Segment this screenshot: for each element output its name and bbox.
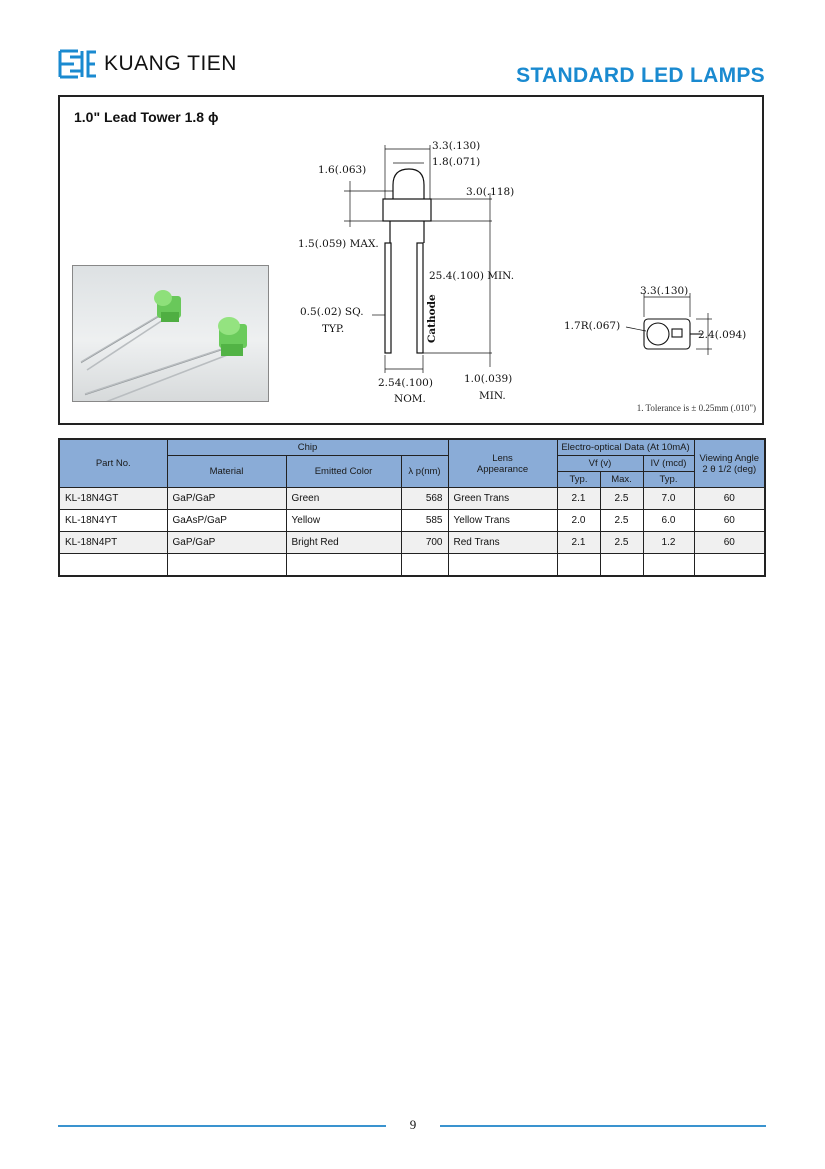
cell-iv-typ: 1.2 <box>642 531 695 554</box>
cell-vf-typ: 2.0 <box>556 509 601 532</box>
cell-angle: 60 <box>693 487 766 510</box>
col-iv: IV (mcd) <box>642 455 695 472</box>
cell-vf-max: 2.5 <box>599 531 644 554</box>
cell-material: GaP/GaP <box>166 487 287 510</box>
cell-lambda: 568 <box>400 487 449 510</box>
dim-radius: 1.7R(.067) <box>564 320 620 332</box>
led-photo-illustration <box>80 290 247 401</box>
cell-lens: Red Trans <box>447 531 558 554</box>
dim-lead-square: 0.5(.02) SQ. <box>300 306 364 318</box>
table-row: KL-18N4YT GaAsP/GaP Yellow 585 Yellow Tr… <box>58 509 766 532</box>
cell-lens: Yellow Trans <box>447 509 558 532</box>
dim-spacing-nom: NOM. <box>394 393 426 405</box>
cell-iv-typ: 6.0 <box>642 509 695 532</box>
cell-vf-max: 2.5 <box>599 509 644 532</box>
dim-flange-height: 1.5(.059) MAX. <box>298 238 379 250</box>
company-logo: KUANG TIEN <box>58 48 237 80</box>
document-title: STANDARD LED LAMPS <box>516 64 765 87</box>
cell-angle: 60 <box>693 531 766 554</box>
cell-color: Bright Red <box>285 531 402 554</box>
col-emitted-color: Emitted Color <box>285 455 402 488</box>
dim-lead-min-label: MIN. <box>479 390 506 402</box>
cell-color: Yellow <box>285 509 402 532</box>
col-part-no: Part No. <box>58 438 168 488</box>
dim-top-view-width: 3.3(.130) <box>640 285 688 297</box>
cell-material: GaAsP/GaP <box>166 509 287 532</box>
col-chip: Chip <box>166 438 449 456</box>
col-iv-typ: Typ. <box>642 471 695 488</box>
cell-angle: 60 <box>693 509 766 532</box>
col-vf-typ: Typ. <box>556 471 601 488</box>
dim-width-total: 3.3(.130) <box>432 140 480 152</box>
brand-name: KUANG TIEN <box>104 52 237 75</box>
table-row: KL-18N4GT GaP/GaP Green 568 Green Trans … <box>58 487 766 510</box>
dim-dome-width: 1.8(.071) <box>432 156 480 168</box>
cell-lambda: 585 <box>400 509 449 532</box>
led-product-photo <box>72 265 269 402</box>
col-electro-optical: Electro-optical Data (At 10mA) <box>556 438 695 456</box>
dim-lead-typ: TYP. <box>322 323 344 335</box>
cathode-label: Cathode <box>426 294 438 343</box>
table-row: KL-18N4PT GaP/GaP Bright Red 700 Red Tra… <box>58 531 766 554</box>
dim-lead-spacing: 2.54(.100) <box>378 377 433 389</box>
cell-lens: Green Trans <box>447 487 558 510</box>
cell-color: Green <box>285 487 402 510</box>
footer-divider-left <box>58 1125 386 1127</box>
cell-lambda: 700 <box>400 531 449 554</box>
cell-part: KL-18N4PT <box>58 531 168 554</box>
cell-iv-typ: 7.0 <box>642 487 695 510</box>
col-wavelength: λ p(nm) <box>400 455 449 488</box>
cell-vf-typ: 2.1 <box>556 531 601 554</box>
cell-part: KL-18N4YT <box>58 509 168 532</box>
page-number: 9 <box>409 1117 417 1132</box>
dim-dome-height: 1.6(.063) <box>318 164 366 176</box>
cell-vf-typ: 2.1 <box>556 487 601 510</box>
col-vf-max: Max. <box>599 471 644 488</box>
col-material: Material <box>166 455 287 488</box>
kuang-tien-logo-icon <box>58 49 96 79</box>
dim-lead-length: 25.4(.100) MIN. <box>429 270 514 282</box>
footer-divider-right <box>440 1125 766 1127</box>
cell-material: GaP/GaP <box>166 531 287 554</box>
dimension-drawing-panel: 1.0" Lead Tower 1.8 ϕ <box>58 95 764 425</box>
table-row-empty <box>58 553 766 577</box>
tolerance-note: 1. Tolerance is ± 0.25mm (.010") <box>636 403 756 413</box>
dim-top-view-height: 2.4(.094) <box>698 329 746 341</box>
cell-vf-max: 2.5 <box>599 487 644 510</box>
product-title: 1.0" Lead Tower 1.8 ϕ <box>74 109 219 125</box>
cell-part: KL-18N4GT <box>58 487 168 510</box>
dim-lead-min: 1.0(.039) <box>464 373 512 385</box>
dim-body-height: 3.0(.118) <box>466 186 514 198</box>
col-vf: Vf (v) <box>556 455 644 472</box>
dimension-drawing: 3.3(.130) 1.8(.071) 1.6(.063) 3.0(.118) … <box>298 140 746 405</box>
